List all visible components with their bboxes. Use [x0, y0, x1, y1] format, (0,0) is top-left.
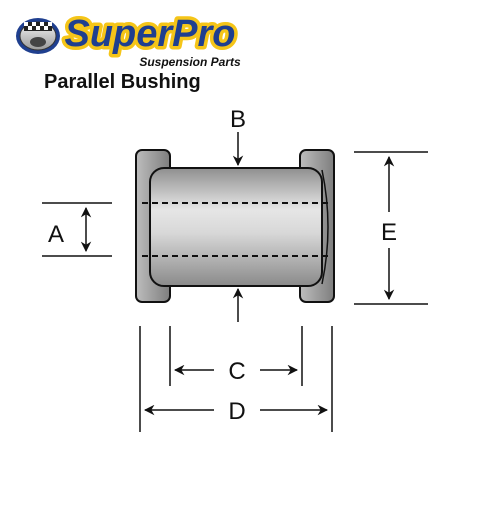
- body-end-curve: [321, 169, 329, 285]
- dimension-c: C: [169, 326, 303, 386]
- superpro-logo: SuperPro SuperPro Suspension Parts: [16, 10, 241, 69]
- brand-name: SuperPro: [64, 13, 235, 55]
- dimension-d: D: [139, 326, 333, 432]
- dimension-b: B: [230, 106, 246, 322]
- bushing-body: [149, 167, 323, 287]
- dimension-a-label: A: [48, 221, 64, 248]
- dimension-b-label: B: [230, 106, 246, 133]
- brand-tagline: Suspension Parts: [139, 55, 241, 69]
- dimension-a: A: [42, 202, 112, 257]
- bushing-drawing: [135, 149, 335, 303]
- page-title: Parallel Bushing: [44, 71, 201, 93]
- logo-bushing-icon: [16, 18, 60, 54]
- dimension-c-label: C: [228, 358, 245, 385]
- brand-name-outline: SuperPro: [64, 13, 235, 55]
- dimension-d-label: D: [228, 398, 245, 425]
- dimension-e: E: [354, 151, 428, 305]
- dimension-e-label: E: [381, 219, 397, 246]
